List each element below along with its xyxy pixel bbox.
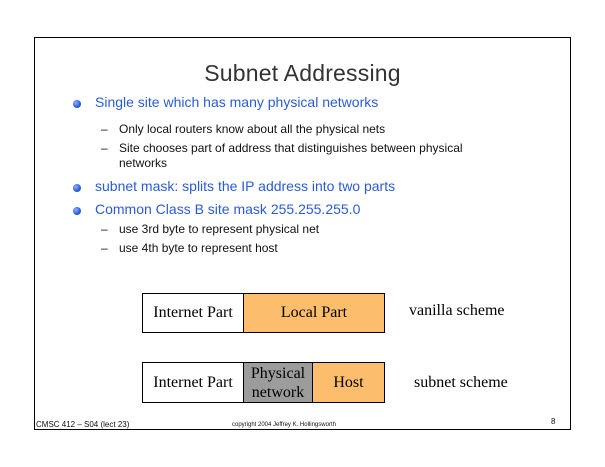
vanilla-scheme-label: vanilla scheme	[409, 302, 505, 319]
bullet-1-text: Single site which has many physical netw…	[95, 94, 379, 110]
sub-bullet-3-2: use 4th byte to represent host	[119, 241, 278, 255]
dash-icon: –	[101, 141, 108, 155]
subnet-host-box: Host	[312, 362, 385, 403]
dash-icon: –	[101, 122, 108, 136]
bullet-3-text: Common Class B site mask 255.255.255.0	[95, 201, 361, 217]
vanilla-local-part-box: Local Part	[243, 293, 385, 333]
sub-bullet-1-1: Only local routers know about all the ph…	[119, 122, 386, 136]
bullet-dot-icon	[73, 207, 81, 215]
dash-icon: –	[101, 222, 108, 236]
bullet-dot-icon	[73, 184, 81, 192]
bullet-dot-icon	[73, 100, 81, 108]
footer-course: CMSC 412 – S04 (lect 23)	[36, 420, 130, 429]
dash-icon: –	[101, 241, 108, 255]
sub-bullet-3-1: use 3rd byte to represent physical net	[119, 222, 320, 236]
vanilla-internet-part-box: Internet Part	[142, 293, 244, 333]
sub-bullet-1-2: Site chooses part of address that distin…	[119, 141, 463, 155]
subnet-scheme-label: subnet scheme	[414, 374, 508, 391]
subnet-internet-part-box: Internet Part	[142, 362, 244, 403]
physical-label-line2: network	[251, 383, 305, 401]
bullet-2-text: subnet mask: splits the IP address into …	[95, 178, 396, 194]
subnet-physical-network-box: Physical network	[243, 362, 313, 403]
slide-title: Subnet Addressing	[204, 60, 401, 86]
footer-copyright: copyright 2004 Jeffrey K. Hollingsworth	[232, 422, 336, 428]
sub-bullet-1-2-cont: networks	[119, 156, 168, 170]
physical-label-line1: Physical	[250, 364, 306, 382]
footer-page-number: 8	[551, 417, 556, 426]
slide-frame	[34, 37, 571, 430]
